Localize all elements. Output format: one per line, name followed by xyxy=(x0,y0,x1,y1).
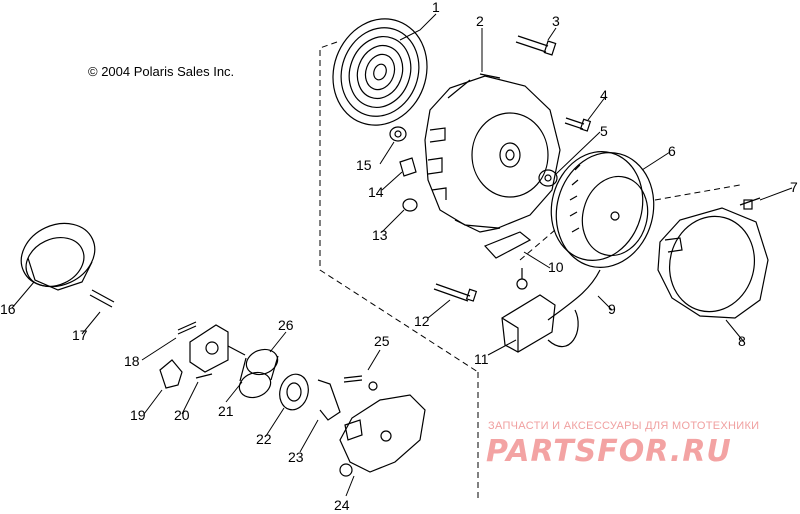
callout-26: 26 xyxy=(278,317,294,333)
callout-16: 16 xyxy=(0,301,16,317)
bushing-part-14 xyxy=(399,157,417,177)
callout-13: 13 xyxy=(372,227,388,243)
spring-pin-part-20 xyxy=(195,373,213,379)
recoil-spring xyxy=(332,18,428,126)
callout-22: 22 xyxy=(256,431,272,447)
backing-plate-part-24 xyxy=(339,394,426,477)
callout-3: 3 xyxy=(552,13,560,29)
callout-1: 1 xyxy=(432,0,440,15)
pin-part-18 xyxy=(177,321,197,335)
watermark-subtitle: ЗАПЧАСТИ И АКСЕССУАРЫ ДЛЯ МОТОТЕХНИКИ xyxy=(488,420,760,432)
callout-25: 25 xyxy=(374,333,390,349)
callout-24: 24 xyxy=(334,497,350,513)
screw-part-17 xyxy=(89,289,115,308)
outer-cover xyxy=(657,207,769,319)
callout-4: 4 xyxy=(600,87,608,103)
callout-9: 9 xyxy=(608,301,616,317)
copyright-notice: © 2004 Polaris Sales Inc. xyxy=(88,64,235,79)
bolt-part-7 xyxy=(739,197,761,210)
flywheel xyxy=(550,151,655,268)
pad-part-10 xyxy=(483,231,532,259)
callout-19: 19 xyxy=(130,407,146,423)
bolt-part-12 xyxy=(433,283,478,302)
assembly-guide-lines xyxy=(319,41,741,500)
callout-18: 18 xyxy=(124,353,140,369)
callout-2: 2 xyxy=(476,13,484,29)
starter-cup-part-16 xyxy=(20,222,96,291)
clip-part-23 xyxy=(317,379,341,421)
bolt-part-4 xyxy=(564,117,592,132)
callout-10: 10 xyxy=(548,259,564,275)
watermark-logo: PARTSFOR.RU xyxy=(486,434,732,469)
callout-14: 14 xyxy=(368,184,384,200)
recoil-housing xyxy=(424,73,561,233)
pawl-part-19 xyxy=(159,359,183,389)
callout-6: 6 xyxy=(668,143,676,159)
switch-part-11 xyxy=(501,268,556,353)
callout-5: 5 xyxy=(600,123,608,139)
bolt-part-3 xyxy=(515,35,557,56)
washer-part-15 xyxy=(389,126,407,142)
callout-20: 20 xyxy=(174,407,190,423)
leader-lines xyxy=(11,13,793,497)
callout-7: 7 xyxy=(790,179,798,195)
callout-15: 15 xyxy=(356,157,372,173)
sleeve-part-26 xyxy=(238,348,279,399)
seal-part-22 xyxy=(279,373,309,411)
callout-21: 21 xyxy=(218,403,234,419)
callout-8: 8 xyxy=(738,333,746,349)
bolts-part-25 xyxy=(343,375,378,391)
callout-11: 11 xyxy=(474,351,489,367)
bracket-part-21 xyxy=(189,324,246,373)
washer-part-5 xyxy=(538,169,558,187)
cable-part-9 xyxy=(547,269,601,348)
callout-17: 17 xyxy=(72,327,88,343)
callout-23: 23 xyxy=(288,449,304,465)
nut-part-13 xyxy=(402,198,418,212)
callout-12: 12 xyxy=(414,313,430,329)
